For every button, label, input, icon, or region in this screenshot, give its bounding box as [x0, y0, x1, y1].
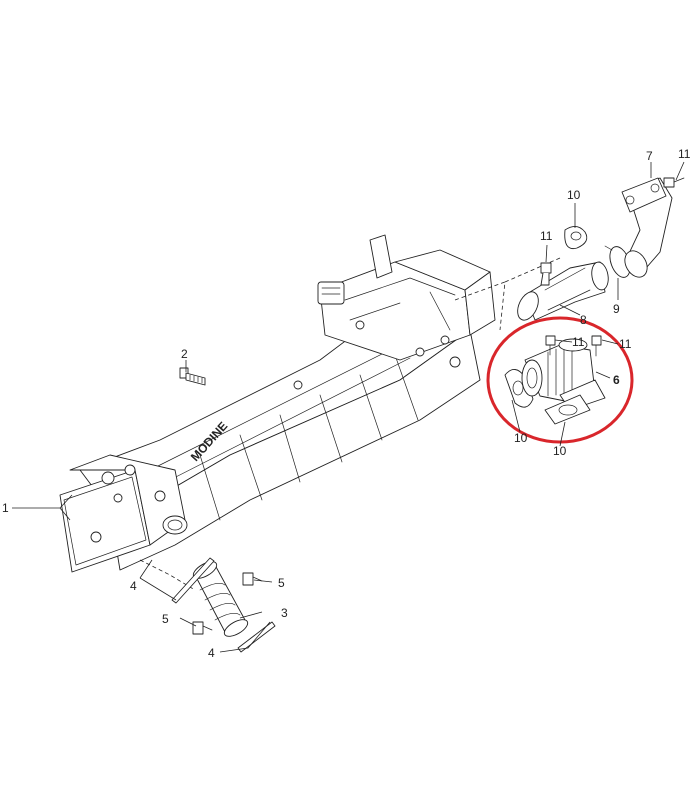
bolt-11-b [591, 335, 602, 346]
callout-5a: 5 [278, 576, 285, 590]
callout-9: 9 [613, 302, 620, 316]
actuator-connector [317, 281, 345, 305]
bolt-5 [192, 572, 263, 635]
elbow-7 [621, 177, 673, 278]
cooler-ribs [199, 354, 419, 521]
bracket [369, 234, 393, 279]
outlet-port [162, 515, 188, 535]
callout-4b: 4 [208, 646, 215, 660]
bolt-11-upper [540, 262, 552, 286]
gasket-10-upper [564, 226, 588, 250]
cooler-edges [149, 344, 411, 486]
callout-6: 6 [613, 373, 620, 387]
gasket-4 [171, 557, 276, 653]
callout-3: 3 [281, 606, 288, 620]
connector-6-assembly [504, 335, 606, 425]
pipe-8 [517, 261, 609, 321]
callout-4a: 4 [130, 579, 137, 593]
callout-7: 7 [646, 149, 653, 163]
callout-1: 1 [2, 501, 9, 515]
callout-10a: 10 [567, 188, 581, 202]
highlight-circle [486, 316, 634, 444]
cooler-side-face [109, 329, 481, 571]
callout-2: 2 [181, 347, 188, 361]
bolt-2 [179, 367, 206, 386]
assembly-line-right [454, 281, 506, 331]
bolt-11-a [545, 335, 556, 346]
gasket-10-bottom [544, 394, 591, 425]
gasket-10-left [504, 369, 534, 408]
callout-11b: 11 [678, 147, 691, 161]
end-cap-plug [90, 531, 102, 543]
leader-lines [12, 161, 685, 653]
callout-8: 8 [580, 313, 587, 327]
bolt-11-top [663, 177, 685, 188]
callout-11a: 11 [540, 229, 553, 243]
callout-5b: 5 [162, 612, 169, 626]
callout-11c: 11 [572, 335, 585, 349]
callout-10c: 10 [553, 444, 567, 458]
egr-cooler [59, 234, 496, 573]
callout-10b: 10 [514, 431, 528, 445]
callout-11d: 11 [619, 337, 632, 351]
